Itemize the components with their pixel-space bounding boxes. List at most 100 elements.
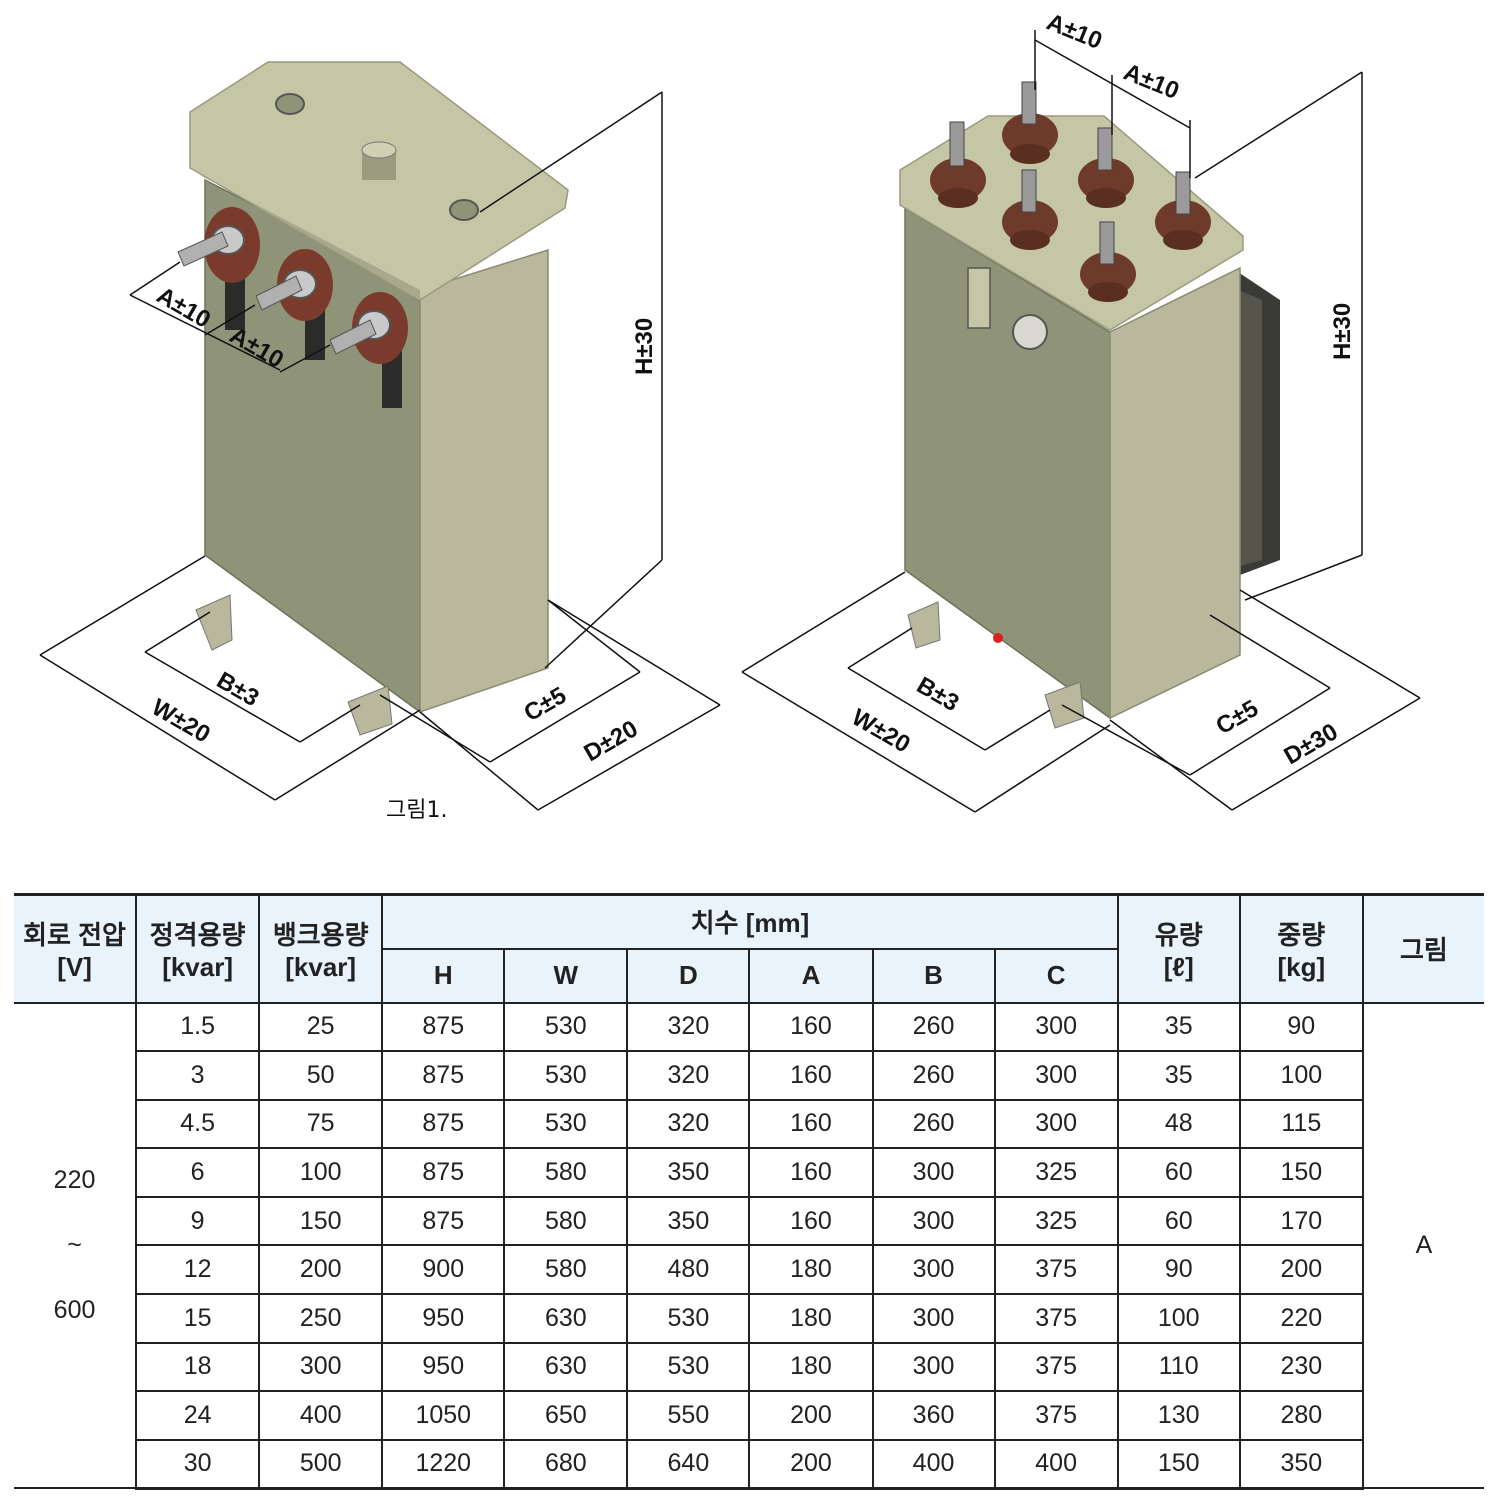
header-dim-b: B xyxy=(871,947,996,1004)
left-bushing xyxy=(255,249,333,360)
cell-dim-b: 300 xyxy=(871,1195,996,1247)
cell-oil-volume: 150 xyxy=(1116,1438,1241,1490)
cell-dim-d: 320 xyxy=(626,1001,751,1053)
left-capacitor-drawing: A±10 A±10 H±30 B±3 W±20 C±5 D±20 xyxy=(39,61,721,811)
cell-dim-d: 640 xyxy=(626,1438,751,1490)
cell-oil-volume: 60 xyxy=(1116,1195,1241,1247)
header-dim-h: H xyxy=(382,947,506,1004)
cell-rated-capacity: 3 xyxy=(136,1050,261,1101)
cell-dim-h: 875 xyxy=(381,1098,506,1150)
left-dim-h-label: H±30 xyxy=(631,318,658,375)
header-dim-c: C xyxy=(993,947,1118,1004)
cell-dim-b: 300 xyxy=(871,1341,996,1393)
cell-bank-capacity: 25 xyxy=(258,1001,384,1053)
cell-bank-capacity: 200 xyxy=(258,1244,384,1296)
cell-dim-h: 900 xyxy=(381,1244,506,1296)
cell-weight: 170 xyxy=(1238,1195,1363,1247)
cell-dim-a: 160 xyxy=(748,1098,874,1150)
right-dimension-lines xyxy=(741,30,1421,813)
cell-weight: 280 xyxy=(1238,1390,1363,1441)
left-mounting-foot xyxy=(195,594,233,651)
cell-dim-w: 630 xyxy=(503,1293,629,1344)
cell-dim-a: 160 xyxy=(748,1001,874,1053)
cell-dim-d: 550 xyxy=(626,1390,751,1441)
figure-area: A±10 A±10 H±30 B±3 W±20 C±5 D±20 xyxy=(39,9,1421,823)
capacitor-drawings: A±10 A±10 H±30 B±3 W±20 C±5 D±20 xyxy=(39,9,1421,813)
cell-rated-capacity: 6 xyxy=(136,1147,261,1198)
cell-dim-h: 875 xyxy=(381,1050,506,1101)
header-weight: 중량[kg] xyxy=(1238,893,1364,1004)
cell-dim-a: 160 xyxy=(748,1195,874,1247)
cell-dim-a: 180 xyxy=(748,1341,874,1393)
right-dim-h-label: H±30 xyxy=(1329,303,1356,360)
cell-dim-c: 400 xyxy=(993,1438,1119,1490)
right-dim-a1-label: A±10 xyxy=(1043,9,1106,55)
cell-dim-b: 400 xyxy=(871,1438,996,1490)
cell-dim-c: 375 xyxy=(993,1390,1119,1441)
cell-dim-d: 350 xyxy=(626,1195,751,1247)
cell-dim-b: 300 xyxy=(871,1147,996,1198)
cell-dim-b: 360 xyxy=(871,1390,996,1441)
cell-rated-capacity: 15 xyxy=(136,1293,261,1344)
cell-bank-capacity: 100 xyxy=(258,1147,384,1198)
cell-bank-capacity: 75 xyxy=(258,1098,384,1150)
cell-oil-volume: 90 xyxy=(1116,1244,1241,1296)
cell-weight: 90 xyxy=(1238,1001,1364,1053)
left-lifting-lug xyxy=(449,199,479,221)
right-side-face xyxy=(1109,266,1241,720)
header-dim-w: W xyxy=(503,947,629,1004)
header-dim-a: A xyxy=(748,947,874,1004)
cell-bank-capacity: 400 xyxy=(258,1390,384,1441)
cell-weight: 200 xyxy=(1238,1244,1363,1296)
right-bracket xyxy=(967,267,991,329)
header-dimensions: 치수 [mm] xyxy=(381,893,1119,950)
cell-weight: 115 xyxy=(1238,1098,1363,1150)
cell-bank-capacity: 500 xyxy=(258,1438,384,1490)
cell-dim-d: 530 xyxy=(626,1341,751,1393)
cell-rated-capacity: 12 xyxy=(136,1244,261,1296)
cell-dim-d: 530 xyxy=(626,1293,751,1344)
header-bank-capacity: 뱅크용량[kvar] xyxy=(258,893,384,1004)
cell-dim-b: 260 xyxy=(871,1098,996,1150)
cell-weight: 100 xyxy=(1238,1050,1363,1101)
cell-weight: 150 xyxy=(1238,1147,1363,1198)
left-lid-edge xyxy=(190,168,420,300)
cell-dim-b: 300 xyxy=(871,1244,996,1296)
left-dimension-lines xyxy=(39,91,721,811)
right-radiator-fins xyxy=(1238,290,1262,566)
cell-dim-c: 375 xyxy=(993,1293,1119,1344)
cell-oil-volume: 100 xyxy=(1116,1293,1241,1344)
cell-dim-h: 875 xyxy=(381,1001,506,1053)
cell-dim-w: 530 xyxy=(503,1098,629,1150)
cell-bank-capacity: 50 xyxy=(258,1050,384,1101)
cell-dim-b: 260 xyxy=(871,1050,996,1101)
cell-oil-volume: 48 xyxy=(1116,1098,1241,1150)
cell-oil-volume: 35 xyxy=(1116,1050,1241,1101)
header-oil-volume: 유량[ℓ] xyxy=(1116,893,1241,1004)
cell-dim-a: 200 xyxy=(748,1438,874,1490)
cell-bank-capacity: 300 xyxy=(258,1341,384,1393)
right-bushing xyxy=(1155,171,1211,250)
cell-voltage-range: 220~600 xyxy=(14,1001,138,1490)
figure-caption: 그림1. xyxy=(386,798,448,823)
cell-dim-a: 160 xyxy=(748,1050,874,1101)
right-dim-a2-label: A±10 xyxy=(1120,59,1183,105)
cell-bank-capacity: 150 xyxy=(258,1195,384,1247)
cell-dim-w: 580 xyxy=(503,1244,629,1296)
cell-weight: 350 xyxy=(1238,1438,1363,1490)
right-mounting-foot xyxy=(1044,681,1085,729)
cell-dim-w: 530 xyxy=(503,1001,629,1053)
cell-dim-w: 650 xyxy=(503,1390,629,1441)
cell-dim-d: 320 xyxy=(626,1098,751,1150)
right-gauge xyxy=(1012,314,1048,350)
cell-dim-w: 680 xyxy=(503,1438,629,1490)
right-bushing xyxy=(1002,169,1058,250)
left-lifting-lug xyxy=(275,93,305,115)
